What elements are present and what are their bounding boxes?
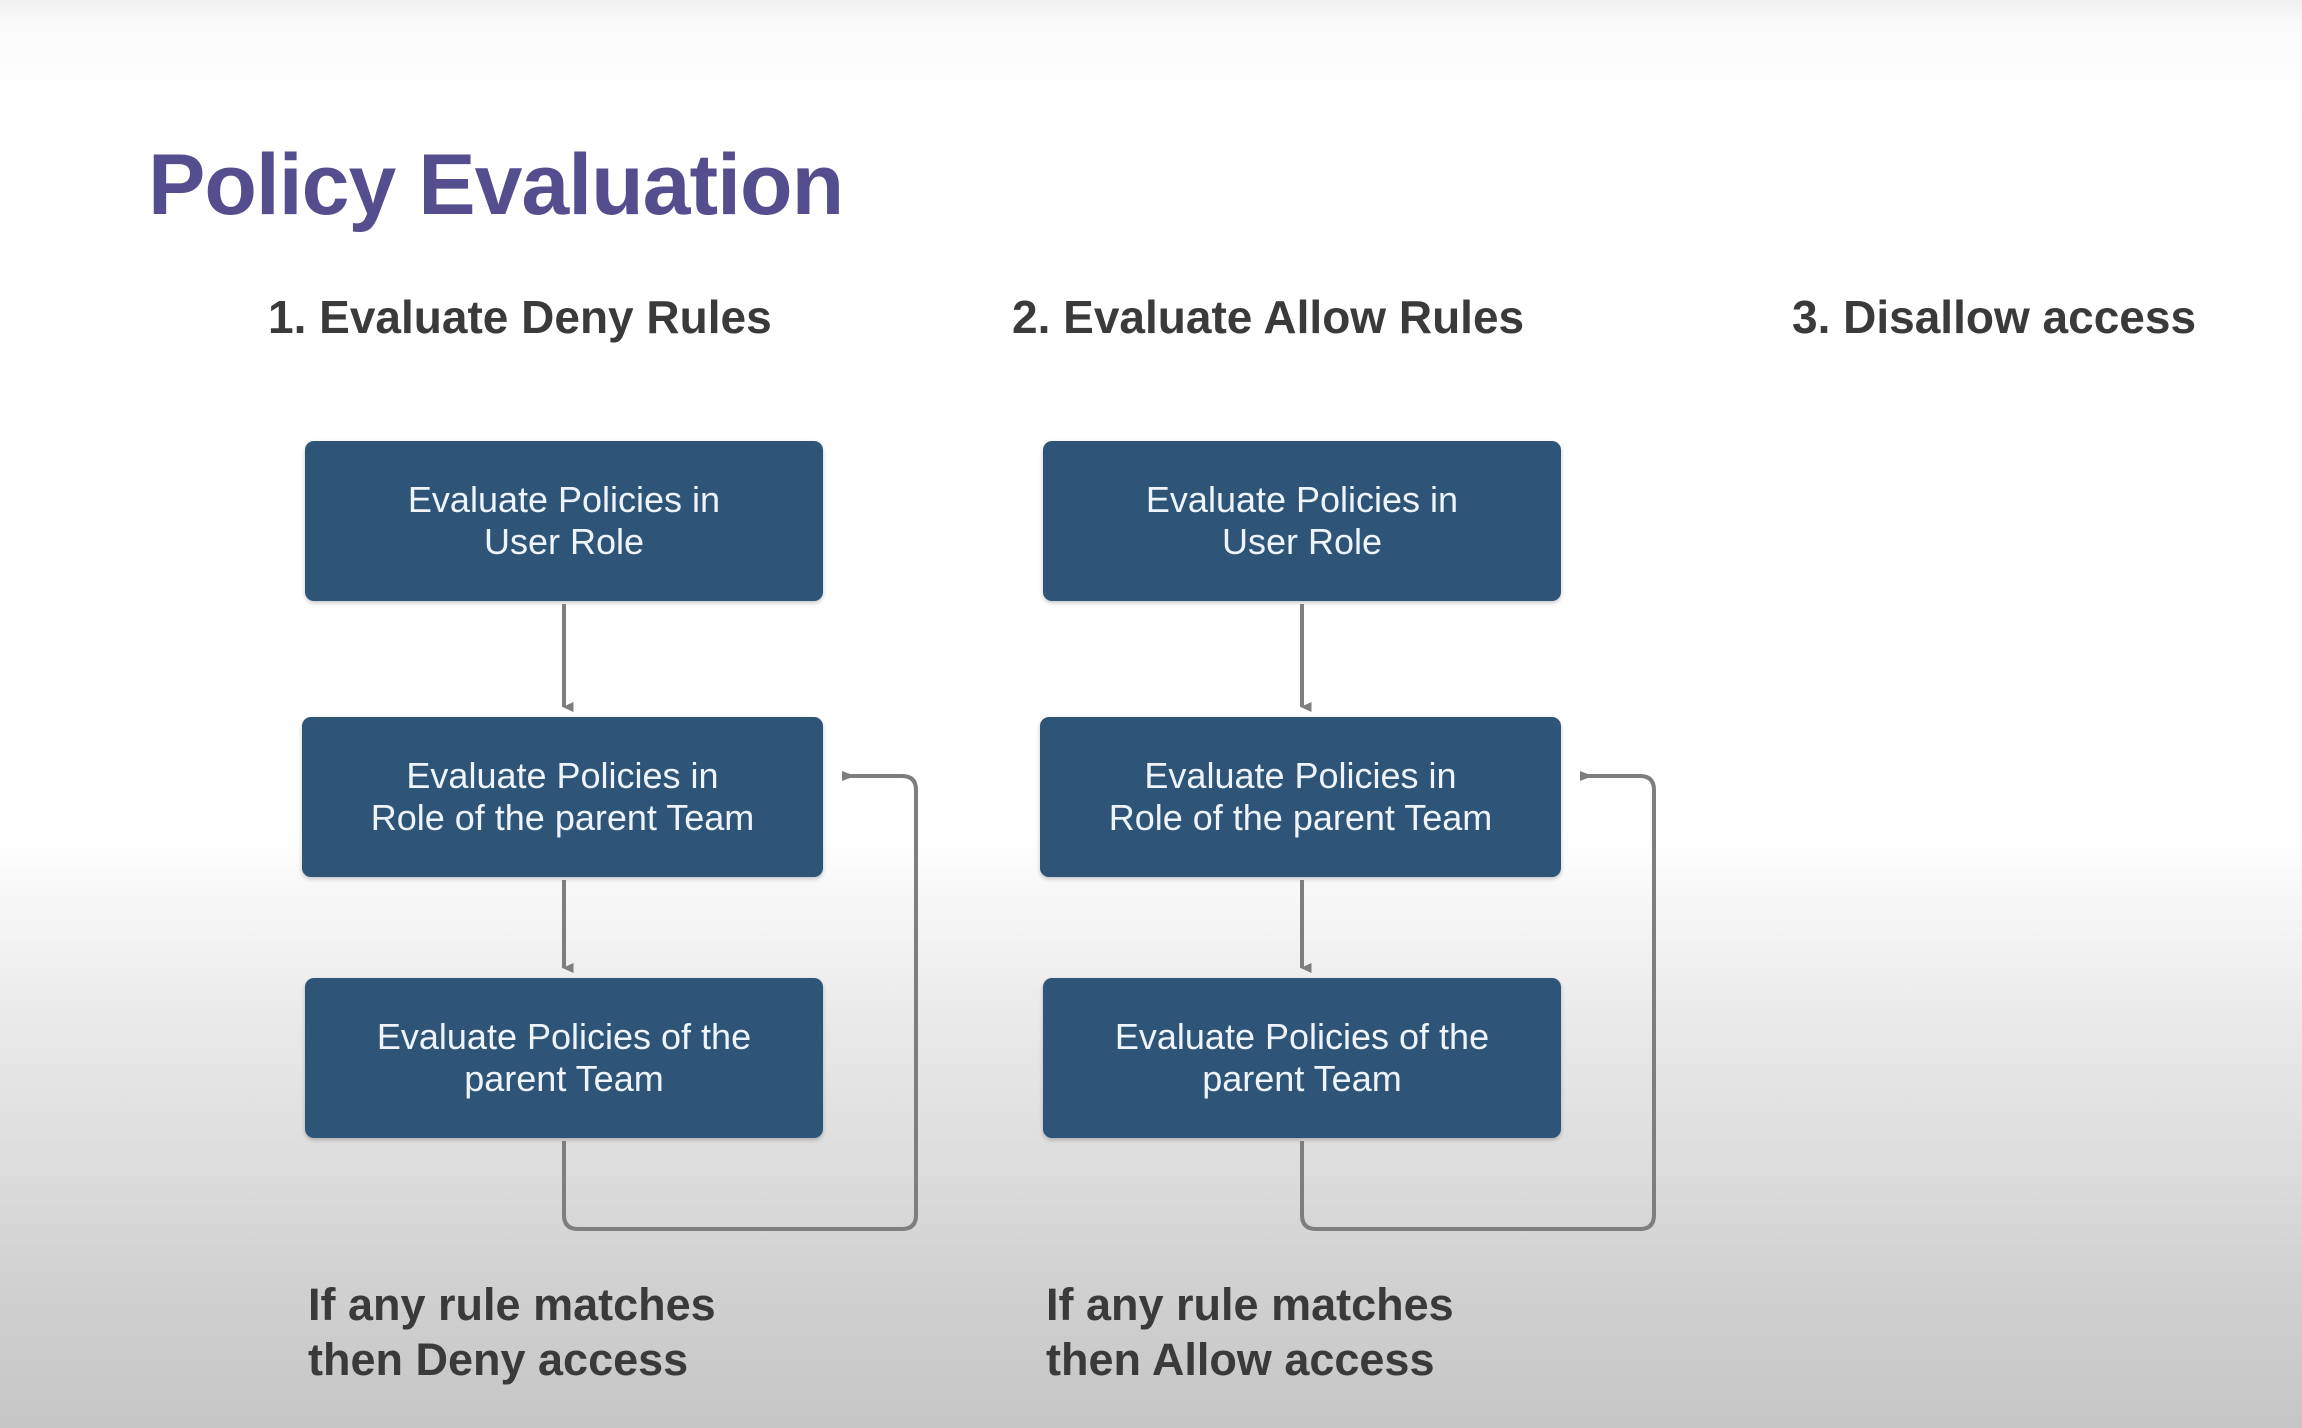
column-heading-allow: 2. Evaluate Allow Rules	[1012, 291, 1525, 343]
column-heading-deny: 1. Evaluate Deny Rules	[268, 291, 772, 343]
page-title: Policy Evaluation	[148, 137, 844, 233]
column-heading-disallow: 3. Disallow access	[1792, 291, 2197, 343]
